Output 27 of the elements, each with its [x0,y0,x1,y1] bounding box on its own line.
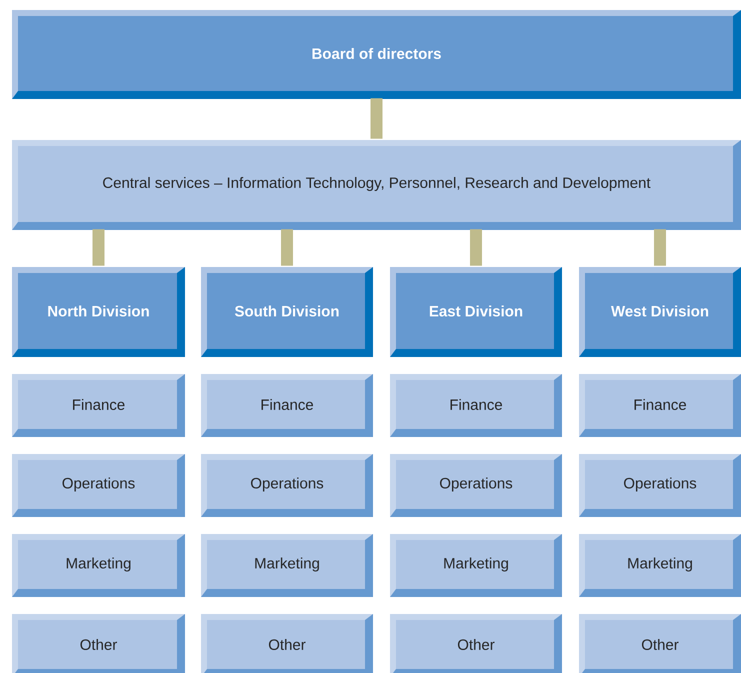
connector-bar [654,229,666,266]
division-box: West Division [579,267,741,357]
function-box: Marketing [390,534,562,597]
division-box: South Division [201,267,373,357]
division-box: North Division [12,267,185,357]
function-box: Finance [201,374,373,437]
connector-bar [370,98,382,139]
function-box: Finance [390,374,562,437]
function-box: Other [579,614,741,673]
function-box: Other [390,614,562,673]
connector-bar [281,229,293,266]
function-box: Other [12,614,185,673]
division-box: East Division [390,267,562,357]
function-box: Other [201,614,373,673]
function-box: Operations [390,454,562,517]
function-box: Marketing [579,534,741,597]
connector-bar [92,229,104,266]
function-box: Operations [201,454,373,517]
title-box: Board of directors [12,10,741,99]
function-box: Finance [579,374,741,437]
function-box: Marketing [12,534,185,597]
connector-bar [470,229,482,266]
function-box: Finance [12,374,185,437]
services-box: Central services – Information Technology, Personnel, Research and Development [12,140,741,230]
function-box: Operations [579,454,741,517]
function-box: Operations [12,454,185,517]
function-box: Marketing [201,534,373,597]
